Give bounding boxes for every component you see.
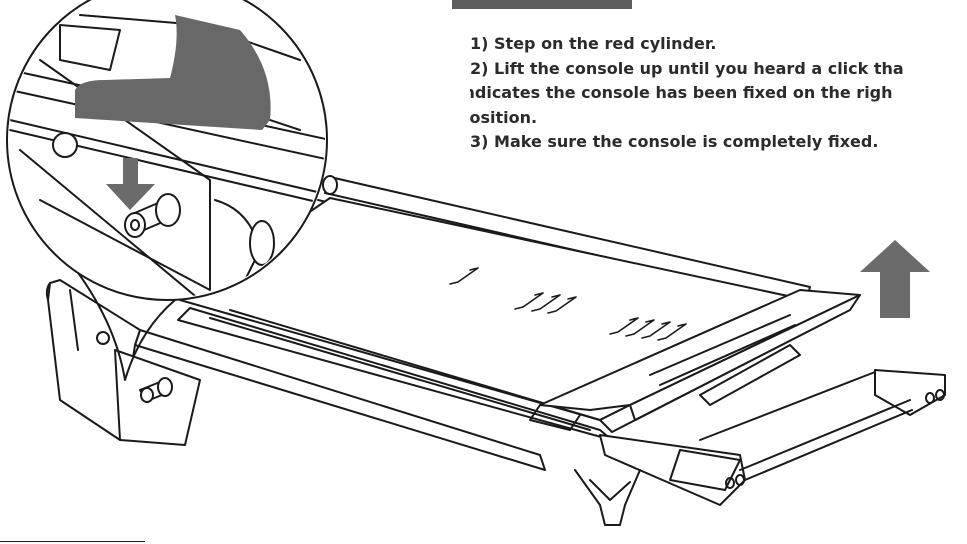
step-2-text-line3: position. bbox=[470, 107, 538, 127]
detail-magnifier bbox=[6, 0, 328, 381]
console bbox=[529, 289, 861, 431]
red-cylinder bbox=[139, 377, 173, 403]
footer-rule bbox=[0, 541, 145, 542]
step-1-text: 1) Step on the red cylinder. bbox=[470, 34, 717, 53]
step-3-text: 3) Make sure the console is completely f… bbox=[470, 132, 879, 151]
step-2-text-line2: indicates the console has been fixed on … bbox=[470, 83, 893, 102]
right-end-cap bbox=[599, 369, 946, 506]
left-end-cap bbox=[45, 279, 201, 446]
down-arrow-icon bbox=[106, 158, 155, 210]
assembly-instructions: 1) Step on the red cylinder. 2) Lift the… bbox=[470, 32, 967, 155]
deck-chevrons bbox=[449, 267, 687, 341]
section-header-bar bbox=[452, 0, 632, 9]
step-2-text-line1: 2) Lift the console up until you heard a… bbox=[470, 58, 904, 78]
foot bbox=[574, 469, 641, 526]
up-arrow-icon bbox=[860, 240, 930, 318]
